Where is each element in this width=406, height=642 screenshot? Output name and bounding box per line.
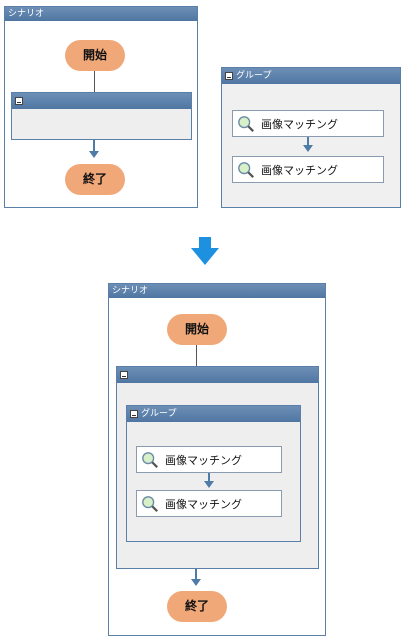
connector-line (94, 71, 95, 92)
scenario-panel-bottom: シナリオ 開始 グループ 画像マッチング (108, 283, 326, 636)
block-titlebar (117, 367, 318, 383)
collapse-icon[interactable] (130, 409, 138, 418)
connector-line (196, 345, 197, 366)
group-container[interactable]: グループ 画像マッチング 画像マッチング (126, 405, 301, 542)
group-titlebar: グループ (127, 406, 300, 422)
image-matching-action[interactable]: 画像マッチング (232, 110, 384, 137)
magnifier-icon (238, 161, 254, 178)
group-titlebar: グループ (222, 68, 400, 84)
connector-arrowhead-icon (303, 145, 313, 152)
image-matching-action[interactable]: 画像マッチング (232, 156, 384, 183)
scenario-title: シナリオ (112, 286, 149, 296)
magnifier-icon (238, 115, 254, 132)
connector-arrowhead-icon (204, 481, 214, 488)
scenario-titlebar: シナリオ (5, 7, 197, 21)
scenario-titlebar: シナリオ (109, 284, 325, 298)
action-label: 画像マッチング (261, 117, 338, 131)
group-panel-top: グループ 画像マッチング 画像マッチング (221, 67, 401, 208)
start-node[interactable]: 開始 (167, 314, 227, 345)
end-node[interactable]: 終了 (167, 591, 227, 622)
empty-block[interactable] (11, 92, 192, 140)
scenario-title: シナリオ (8, 9, 45, 19)
connector-arrow-line (208, 473, 210, 481)
collapse-icon[interactable] (15, 96, 23, 105)
group-title: グループ (236, 71, 272, 81)
connector-arrowhead-icon (89, 151, 99, 158)
connector-arrow-line (307, 137, 309, 145)
action-label: 画像マッチング (165, 453, 242, 467)
block-container[interactable]: グループ 画像マッチング 画像マッチング (116, 366, 319, 569)
start-node[interactable]: 開始 (65, 40, 125, 71)
action-label: 画像マッチング (261, 163, 338, 177)
end-node[interactable]: 終了 (65, 164, 125, 195)
collapse-icon[interactable] (120, 370, 128, 379)
magnifier-icon (142, 451, 158, 468)
magnifier-icon (142, 495, 158, 512)
collapse-icon[interactable] (225, 71, 233, 80)
scenario-panel-top: シナリオ 開始 終了 (4, 6, 198, 208)
down-arrow-icon (191, 237, 219, 265)
image-matching-action[interactable]: 画像マッチング (136, 446, 282, 473)
connector-arrow-line (93, 140, 95, 151)
action-label: 画像マッチング (165, 497, 242, 511)
empty-block-titlebar (12, 93, 191, 109)
connector-arrowhead-icon (191, 579, 201, 586)
group-title: グループ (141, 409, 177, 419)
image-matching-action[interactable]: 画像マッチング (136, 490, 282, 517)
connector-arrow-line (195, 569, 197, 579)
